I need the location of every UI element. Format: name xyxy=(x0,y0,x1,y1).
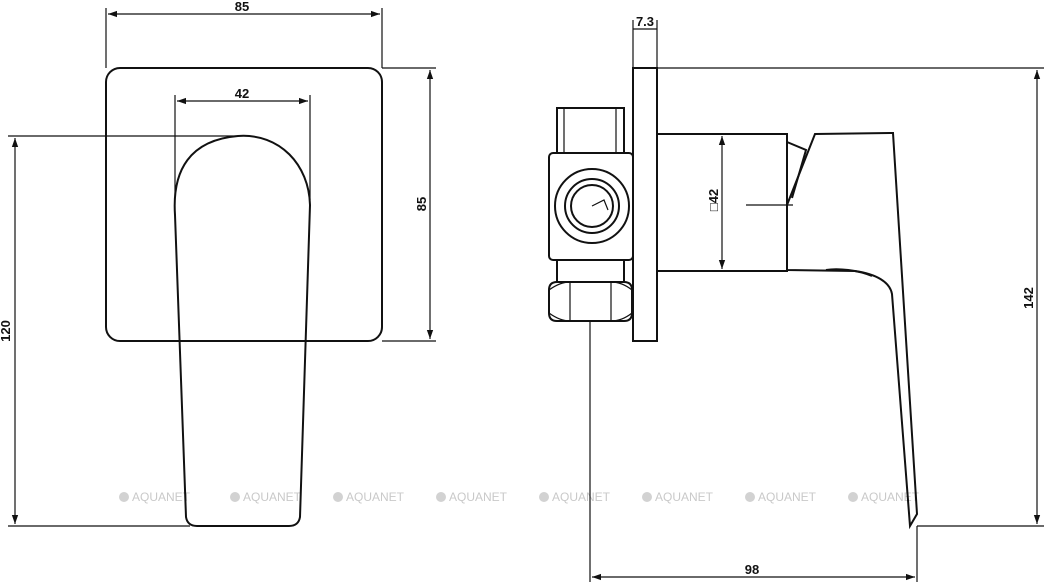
hex-nut xyxy=(548,281,633,322)
dim-width-outer: 85 xyxy=(235,0,249,14)
dim-plate-thickness: 7.3 xyxy=(636,14,654,29)
watermark-8: AQUANET xyxy=(848,490,920,504)
dim-body-square: □42 xyxy=(706,189,721,211)
dim-depth: 98 xyxy=(745,562,759,577)
top-fitting xyxy=(556,107,625,154)
svg-text:AQUANET: AQUANET xyxy=(132,490,191,504)
svg-text:AQUANET: AQUANET xyxy=(552,490,611,504)
watermark-6: AQUANET xyxy=(642,490,714,504)
watermark-2: AQUANET xyxy=(230,490,302,504)
watermark-7: AQUANET xyxy=(745,490,817,504)
svg-text:AQUANET: AQUANET xyxy=(861,490,920,504)
wall-plate xyxy=(632,67,658,342)
svg-text:AQUANET: AQUANET xyxy=(346,490,405,504)
dim-height-plate: 85 xyxy=(414,197,429,211)
lever-handle xyxy=(173,134,312,527)
valve-outlet-ring xyxy=(564,178,620,234)
lower-neck xyxy=(556,259,625,283)
svg-text:AQUANET: AQUANET xyxy=(655,490,714,504)
watermark-4: AQUANET xyxy=(436,490,508,504)
svg-text:AQUANET: AQUANET xyxy=(449,490,508,504)
side-view: 7.3 □42 142 98 xyxy=(548,14,1044,582)
dim-height-total: 120 xyxy=(0,320,13,342)
dim-height-side: 142 xyxy=(1021,287,1036,309)
watermark-3: AQUANET xyxy=(333,490,405,504)
watermark-5: AQUANET xyxy=(539,490,611,504)
svg-text:AQUANET: AQUANET xyxy=(758,490,817,504)
valve-outlet-outer xyxy=(554,168,630,244)
front-view: 85 42 85 120 xyxy=(0,0,436,527)
watermark-1: AQUANET xyxy=(119,490,191,504)
cover-plate xyxy=(105,67,383,342)
svg-text:AQUANET: AQUANET xyxy=(243,490,302,504)
side-lever xyxy=(786,131,919,530)
dim-width-inner: 42 xyxy=(235,86,249,101)
valve-outlet-inner xyxy=(570,184,614,228)
watermark-row: AQUANET AQUANET AQUANET AQUANET AQUANET … xyxy=(119,490,920,504)
